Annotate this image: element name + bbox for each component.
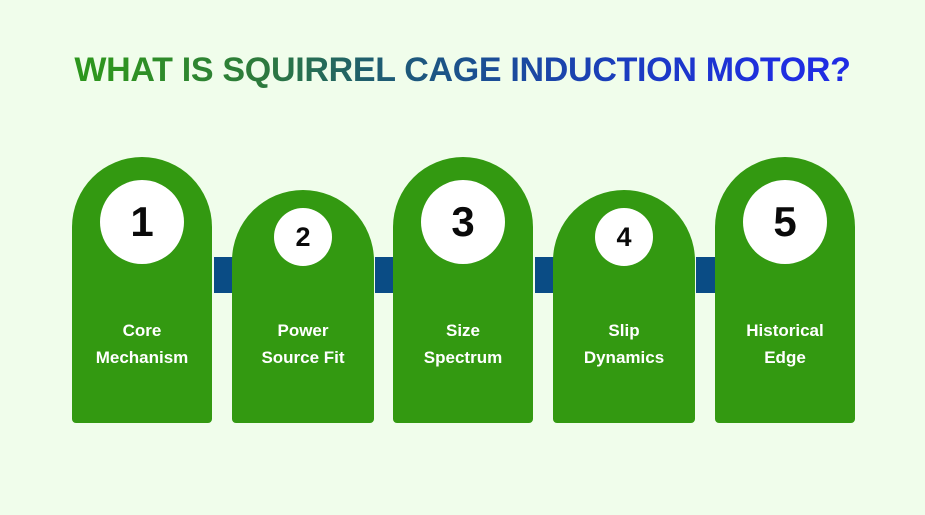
step-label-2-line1: Power [277,321,329,340]
step-number-2: 2 [295,221,311,252]
step-number-4: 4 [616,221,632,252]
step-card-1[interactable]: 1 Core Mechanism [72,157,212,423]
step-number-badge-4: 4 [595,208,653,266]
step-label-1-line2: Mechanism [95,348,189,367]
step-number-badge-5: 5 [743,180,827,264]
step-card-3[interactable]: 3 Size Spectrum [393,157,533,423]
page-title: WHAT IS SQUIRREL CAGE INDUCTION MOTOR? [0,50,925,90]
step-label-1-line1: Core [122,321,162,340]
step-label-5-line2: Edge [764,348,806,367]
step-label-3-line1: Size [445,321,481,340]
step-card-2[interactable]: 2 Power Source Fit [232,190,374,423]
step-number-badge-2: 2 [274,208,332,266]
step-label-3: Size Spectrum [393,317,533,371]
step-label-4-line1: Slip [608,321,640,340]
step-card-5[interactable]: 5 Historical Edge [715,157,855,423]
step-label-1: Core Mechanism [72,317,212,371]
step-label-5-line1: Historical [746,321,824,340]
step-label-2-line2: Source Fit [261,348,345,367]
step-label-4: Slip Dynamics [553,317,695,371]
step-number-5: 5 [773,198,797,245]
step-number-1: 1 [130,198,154,245]
step-label-2: Power Source Fit [232,317,374,371]
step-card-4[interactable]: 4 Slip Dynamics [553,190,695,423]
step-number-3: 3 [451,198,475,245]
step-label-5: Historical Edge [715,317,855,371]
step-number-badge-1: 1 [100,180,184,264]
step-number-badge-3: 3 [421,180,505,264]
step-label-3-line2: Spectrum [423,348,503,367]
step-label-4-line2: Dynamics [583,348,665,367]
